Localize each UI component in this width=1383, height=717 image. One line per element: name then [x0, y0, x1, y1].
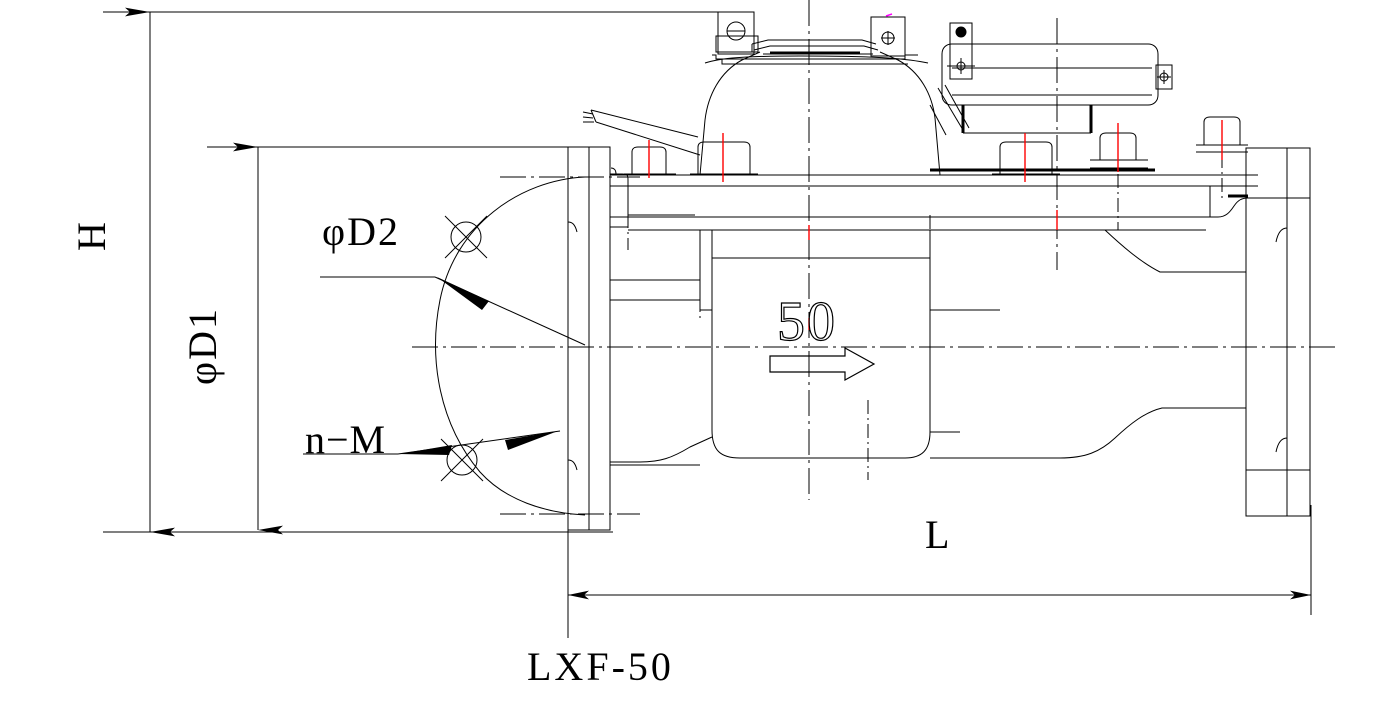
leader-nM: [303, 430, 561, 455]
centerlines-secondary: [627, 130, 1223, 480]
register-cover-assembly: [700, 11, 918, 65]
dimension-label-H: H: [69, 221, 114, 251]
dimension-label-phiD2: φD2: [322, 209, 400, 254]
flange-end-view-geometry: [303, 176, 586, 516]
electronic-module: [929, 22, 1173, 136]
bolt-hole-upper: [444, 215, 488, 259]
dimension-H: [103, 7, 742, 537]
dimension-L: [567, 505, 1312, 638]
inlet-flange-side: [567, 146, 611, 531]
centerlines-red: [648, 120, 1223, 330]
centerlines: [412, 0, 1340, 515]
dimension-label-nM: n−M: [305, 417, 387, 462]
svg-text:50: 50: [777, 291, 837, 353]
model-code-label: LXF-50: [527, 644, 674, 689]
dimension-label-phiD1: φD1: [180, 307, 225, 385]
register-head-dome: [699, 51, 941, 176]
pulse-output-cable: [582, 109, 701, 156]
flow-arrow-icon: [769, 346, 876, 382]
meter-body-outline: [610, 147, 1311, 517]
dimension-phiD1: [207, 142, 592, 535]
nominal-size-marking: 50: [776, 290, 837, 353]
heavy-edge-accents: [930, 168, 1248, 198]
leader-phiD2: [320, 276, 586, 346]
dimension-label-L: L: [925, 512, 950, 557]
